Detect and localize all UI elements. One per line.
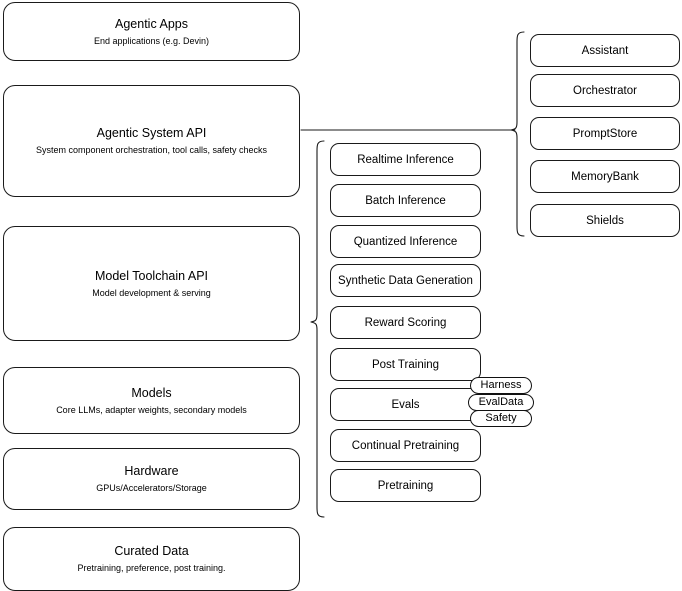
layer-subtitle: Core LLMs, adapter weights, secondary mo… (56, 404, 247, 415)
system-component-label: Orchestrator (573, 84, 637, 97)
toolchain-item-continual-pretraining[interactable]: Continual Pretraining (330, 429, 481, 462)
layer-subtitle: System component orchestration, tool cal… (35, 145, 268, 155)
toolchain-item-batch-inference[interactable]: Batch Inference (330, 184, 481, 217)
layer-card-models[interactable]: Models Core LLMs, adapter weights, secon… (3, 367, 300, 434)
evals-badge-label: EvalData (478, 396, 524, 408)
toolchain-item-label: Continual Pretraining (351, 439, 460, 452)
layer-title: Hardware (124, 464, 179, 478)
system-component-label: MemoryBank (571, 170, 639, 183)
toolchain-item-pretraining[interactable]: Pretraining (330, 469, 481, 502)
system-component-label: Assistant (581, 44, 629, 57)
toolchain-item-label: Reward Scoring (364, 316, 447, 329)
evals-badge-label: Harness (480, 379, 522, 391)
toolchain-item-label: Synthetic Data Generation (338, 274, 473, 287)
system-component-orchestrator[interactable]: Orchestrator (530, 74, 680, 107)
toolchain-item-label: Post Training (371, 358, 440, 371)
toolchain-item-label: Pretraining (377, 479, 434, 492)
evals-badge-evaldata[interactable]: EvalData (468, 394, 534, 411)
toolchain-item-label: Quantized Inference (353, 235, 458, 248)
layer-card-model-toolchain-api[interactable]: Model Toolchain API Model development & … (3, 226, 300, 341)
layer-title: Curated Data (114, 544, 189, 558)
evals-badge-label: Safety (485, 412, 517, 424)
system-component-label: PromptStore (572, 127, 638, 140)
layer-card-hardware[interactable]: Hardware GPUs/Accelerators/Storage (3, 448, 300, 510)
toolchain-item-realtime-inference[interactable]: Realtime Inference (330, 143, 481, 176)
toolchain-item-quantized-inference[interactable]: Quantized Inference (330, 225, 481, 258)
layer-subtitle: Model development & serving (92, 287, 211, 298)
layer-card-agentic-system-api[interactable]: Agentic System API System component orch… (3, 85, 300, 197)
layer-subtitle: GPUs/Accelerators/Storage (96, 483, 207, 493)
layer-subtitle: Pretraining, preference, post training. (77, 563, 226, 573)
system-component-shields[interactable]: Shields (530, 204, 680, 237)
toolchain-item-label: Realtime Inference (357, 153, 454, 166)
toolchain-item-post-training[interactable]: Post Training (330, 348, 481, 381)
layer-title: Agentic System API (96, 126, 207, 140)
evals-badge-safety[interactable]: Safety (470, 410, 532, 427)
toolchain-item-evals[interactable]: Evals (330, 388, 481, 421)
layer-subtitle: End applications (e.g. Devin) (93, 35, 210, 46)
layer-title: Agentic Apps (115, 16, 188, 31)
toolchain-item-synthetic-data-generation[interactable]: Synthetic Data Generation (330, 264, 481, 297)
system-component-memorybank[interactable]: MemoryBank (530, 160, 680, 193)
layer-card-curated-data[interactable]: Curated Data Pretraining, preference, po… (3, 527, 300, 591)
toolchain-item-label: Evals (391, 398, 420, 411)
brace-system-components (510, 31, 525, 237)
layer-title: Model Toolchain API (94, 268, 209, 283)
layer-card-agentic-apps[interactable]: Agentic Apps End applications (e.g. Devi… (3, 2, 300, 61)
system-component-promptstore[interactable]: PromptStore (530, 117, 680, 150)
system-component-label: Shields (586, 214, 624, 227)
system-component-assistant[interactable]: Assistant (530, 34, 680, 67)
toolchain-item-reward-scoring[interactable]: Reward Scoring (330, 306, 481, 339)
evals-badge-harness[interactable]: Harness (470, 377, 532, 394)
toolchain-item-label: Batch Inference (365, 194, 446, 207)
brace-toolchain-items (310, 140, 325, 518)
layer-title: Models (131, 385, 172, 400)
